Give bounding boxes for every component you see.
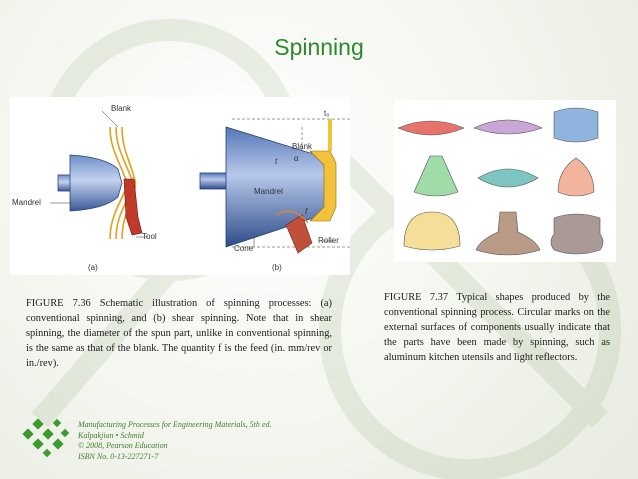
panel-a-drawing [50, 110, 148, 240]
label-blank-a: Blank [111, 104, 132, 113]
dish-shape [473, 119, 543, 135]
figure-7-37-caption: FIGURE 7.37 Typical shapes produced by t… [384, 292, 610, 363]
label-alpha: α [294, 154, 299, 163]
label-t0: t₀ [324, 109, 330, 118]
plate-shape [397, 120, 465, 136]
footer-isbn: ISBN No. 0-13-227271-7 [78, 451, 159, 461]
panel-b-drawing [199, 118, 350, 254]
reflector-shape [477, 168, 539, 188]
bell-shape [475, 211, 541, 256]
cone-shape [413, 155, 459, 197]
label-mandrel-b: Mandrel [254, 187, 283, 196]
figure-7-37-shapes [397, 107, 604, 256]
label-tool: Tool [142, 232, 157, 241]
label-mandrel-a: Mandrel [12, 198, 41, 207]
nose-shape [557, 157, 595, 197]
label-f: f [305, 207, 308, 216]
dome-shape [403, 211, 461, 251]
footer-authors: Kalpakjian • Schmid [78, 430, 144, 440]
publisher-logo [22, 418, 70, 458]
label-t: t [275, 157, 278, 166]
label-panel-b: (b) [272, 263, 282, 272]
label-blank-b: Blank [292, 142, 313, 151]
footer-copyright: © 2008, Pearson Education [78, 441, 168, 450]
footer-credits: Manufacturing Processes for Engineering … [78, 420, 271, 462]
figure-7-36-diagram [50, 110, 350, 254]
footer-book-title: Manufacturing Processes for Engineering … [78, 420, 272, 429]
label-panel-a: (a) [88, 263, 98, 272]
pan-shape [550, 213, 604, 255]
slide-title: Spinning [274, 34, 364, 60]
cup-shape [553, 107, 599, 143]
figure-7-36-caption: FIGURE 7.36 Schematic illustration of sp… [26, 298, 332, 369]
label-roller: Roller [318, 236, 339, 245]
label-cone: Cone [234, 244, 254, 253]
